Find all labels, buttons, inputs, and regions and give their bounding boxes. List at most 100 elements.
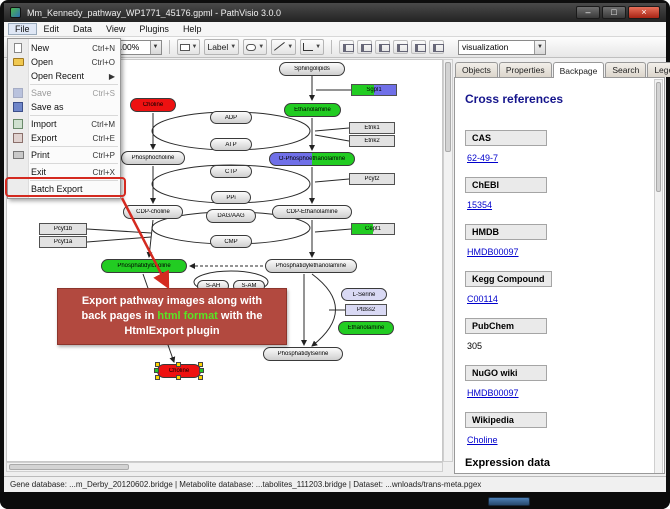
chevron-down-icon[interactable]: ▼: [534, 40, 545, 54]
pathway-node-etnk2[interactable]: Etnk2: [349, 135, 395, 147]
menu-data[interactable]: Data: [73, 24, 93, 34]
cross-reference-link[interactable]: C00114: [467, 294, 498, 304]
match-height-icon[interactable]: [411, 40, 427, 54]
minimize-button[interactable]: –: [576, 6, 600, 19]
pathway-node-cdp-ethanolamine[interactable]: CDP-Ethanolamine: [272, 205, 352, 219]
pathway-node-ethanolamine[interactable]: Ethanolamine: [284, 103, 341, 117]
distribute-icon[interactable]: [375, 40, 391, 54]
node-label: Pcyt1a: [53, 239, 73, 245]
tab-legend[interactable]: Legend: [647, 62, 670, 77]
panel-scrollbar[interactable]: [654, 79, 663, 473]
pathway-node-choline[interactable]: Choline: [154, 362, 204, 380]
pathway-node-phosphatidylserine[interactable]: Phosphatidylserine: [263, 347, 343, 361]
menu-item-label: New: [31, 43, 50, 53]
cross-reference-link[interactable]: Choline: [467, 435, 498, 445]
selection-handle[interactable]: [176, 375, 181, 380]
node-label: L-Serine: [352, 291, 376, 298]
node-label: CTP: [225, 168, 237, 175]
pathway-node-cmp[interactable]: CMP: [210, 235, 252, 248]
align-horizontal-icon[interactable]: [339, 40, 355, 54]
title-bar[interactable]: Mm_Kennedy_pathway_WP1771_45176.gpml - P…: [4, 3, 666, 22]
database-name-box: HMDB: [465, 224, 547, 240]
pathway-node-ptdss2[interactable]: Ptdss2: [345, 304, 387, 316]
selection-handle[interactable]: [198, 362, 203, 367]
pathway-node-pcyt2[interactable]: Pcyt2: [349, 173, 395, 185]
pathway-node-phosphocholine[interactable]: Phosphocholine: [121, 151, 185, 165]
file-menu-item-batch-export[interactable]: Batch Export: [8, 182, 120, 196]
chevron-down-icon: ▼: [315, 44, 322, 50]
pathway-node-phosphatidylcholine[interactable]: Phosphatidylcholine: [101, 259, 187, 273]
selection-handle[interactable]: [198, 375, 203, 380]
canvas-vertical-scrollbar[interactable]: [443, 59, 453, 462]
tab-backpage[interactable]: Backpage: [552, 62, 605, 78]
selection-handle[interactable]: [155, 362, 160, 367]
pathway-node-adp[interactable]: ADP: [210, 111, 252, 124]
pathway-node-etnk1[interactable]: Etnk1: [349, 122, 395, 134]
tab-properties[interactable]: Properties: [498, 62, 552, 77]
pathway-node-cdp-choline[interactable]: CDP-choline: [123, 205, 183, 219]
pathway-node-choline[interactable]: Choline: [130, 98, 176, 112]
canvas-horizontal-scrollbar[interactable]: [6, 462, 443, 472]
menu-file[interactable]: File: [8, 23, 37, 35]
align-vertical-icon[interactable]: [357, 40, 373, 54]
tab-objects[interactable]: Objects: [455, 62, 498, 77]
pathway-node-dag-aag[interactable]: DAG/AAG: [206, 209, 256, 223]
node-label: Phosphatidylethanolamine: [275, 263, 347, 269]
pathway-node-phosphatidylethanolamine[interactable]: Phosphatidylethanolamine: [265, 259, 357, 273]
menu-item-shortcut: Ctrl+X: [92, 167, 115, 177]
pathway-node-ctp[interactable]: CTP: [210, 165, 252, 178]
scrollbar-thumb[interactable]: [9, 464, 129, 470]
stack-icon[interactable]: [429, 40, 445, 54]
tab-search[interactable]: Search: [605, 62, 647, 77]
file-menu-item-open-recent[interactable]: Open Recent▶: [8, 69, 120, 83]
pathway-node-o-phosphoethanolamine[interactable]: O-Phosphoethanolamine: [269, 152, 355, 166]
scrollbar-thumb[interactable]: [656, 82, 661, 192]
pathway-node-sphingolipids[interactable]: Sphingolipids: [279, 62, 345, 76]
pathway-node-atp[interactable]: ATP: [210, 138, 252, 151]
pathway-node-l-serine[interactable]: L-Serine: [341, 288, 387, 301]
cross-reference-link[interactable]: 62-49-7: [467, 153, 499, 163]
cross-reference-link[interactable]: HMDB00097: [467, 247, 519, 257]
selection-handle[interactable]: [154, 368, 159, 373]
pathway-node-pcyt1b[interactable]: Pcyt1b: [39, 223, 87, 235]
scrollbar-thumb[interactable]: [445, 62, 451, 152]
connector-tool-dropdown[interactable]: ▼: [300, 39, 325, 55]
menu-edit[interactable]: Edit: [43, 24, 60, 34]
save-icon: [8, 88, 28, 98]
menu-view[interactable]: View: [106, 24, 126, 34]
pathway-node-ethanolamine[interactable]: Ethanolamine: [338, 321, 394, 335]
menu-help[interactable]: Help: [182, 24, 202, 34]
match-width-icon[interactable]: [393, 40, 409, 54]
visualization-combobox[interactable]: visualization ▼: [458, 39, 546, 55]
pathway-node-ppi[interactable]: PPi: [211, 191, 251, 204]
node-label: CDP-Ethanolamine: [286, 209, 338, 215]
datanode-tool-dropdown[interactable]: ▼: [176, 39, 201, 55]
menu-item-label: Save as: [31, 102, 64, 112]
label-tool-dropdown[interactable]: Label▼: [204, 39, 240, 55]
menu-item-shortcut: Ctrl+S: [92, 88, 115, 98]
menu-plugins[interactable]: Plugins: [139, 24, 169, 34]
maximize-button[interactable]: □: [602, 6, 626, 19]
shape-tool-dropdown[interactable]: ▼: [243, 39, 268, 55]
pathway-node-sgpl1[interactable]: Sgpl1: [351, 84, 397, 96]
selection-handle[interactable]: [155, 375, 160, 380]
chevron-down-icon[interactable]: ▼: [149, 40, 161, 54]
cross-reference-link[interactable]: 15354: [467, 200, 493, 210]
pathway-node-pcyt1a[interactable]: Pcyt1a: [39, 236, 87, 248]
file-menu-item-save-as[interactable]: Save as: [8, 100, 120, 114]
close-button[interactable]: ×: [628, 6, 660, 19]
selection-handle[interactable]: [199, 368, 204, 373]
line-tool-dropdown[interactable]: ▼: [271, 39, 297, 55]
pathway-node-cept1[interactable]: Cept1: [351, 223, 395, 235]
cross-reference-link[interactable]: HMDB00097: [467, 388, 519, 398]
selection-handle[interactable]: [176, 362, 181, 367]
